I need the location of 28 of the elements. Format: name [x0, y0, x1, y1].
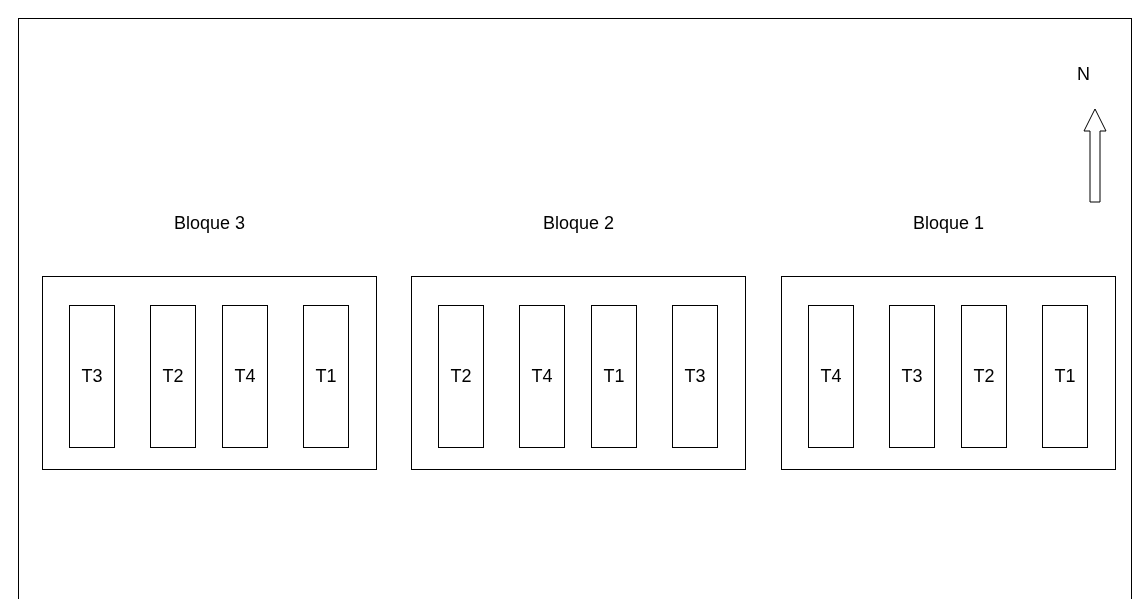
plot-label: T2 — [162, 366, 184, 387]
plot-label: T3 — [684, 366, 706, 387]
plot-label: T2 — [973, 366, 995, 387]
plot-label: T4 — [531, 366, 553, 387]
plot-label: T4 — [234, 366, 256, 387]
plot-outline — [808, 305, 854, 448]
plot-outline — [303, 305, 349, 448]
plot-outline — [1042, 305, 1088, 448]
plot-label: T1 — [603, 366, 625, 387]
plot-outline — [438, 305, 484, 448]
plot-outline — [150, 305, 196, 448]
plot-label: T1 — [1054, 366, 1076, 387]
block-heading: Bloque 1 — [911, 213, 986, 234]
plot-outline — [672, 305, 718, 448]
plot-outline — [519, 305, 565, 448]
block-heading: Bloque 2 — [541, 213, 616, 234]
plot-label: T1 — [315, 366, 337, 387]
plot-label: T4 — [820, 366, 842, 387]
plot-outline — [69, 305, 115, 448]
plot-outline — [889, 305, 935, 448]
block-heading: Bloque 3 — [172, 213, 247, 234]
plot-outline — [591, 305, 637, 448]
plot-outline — [961, 305, 1007, 448]
north-label: N — [1077, 64, 1090, 85]
plot-outline — [222, 305, 268, 448]
plot-label: T2 — [450, 366, 472, 387]
plot-label: T3 — [901, 366, 923, 387]
plot-label: T3 — [81, 366, 103, 387]
